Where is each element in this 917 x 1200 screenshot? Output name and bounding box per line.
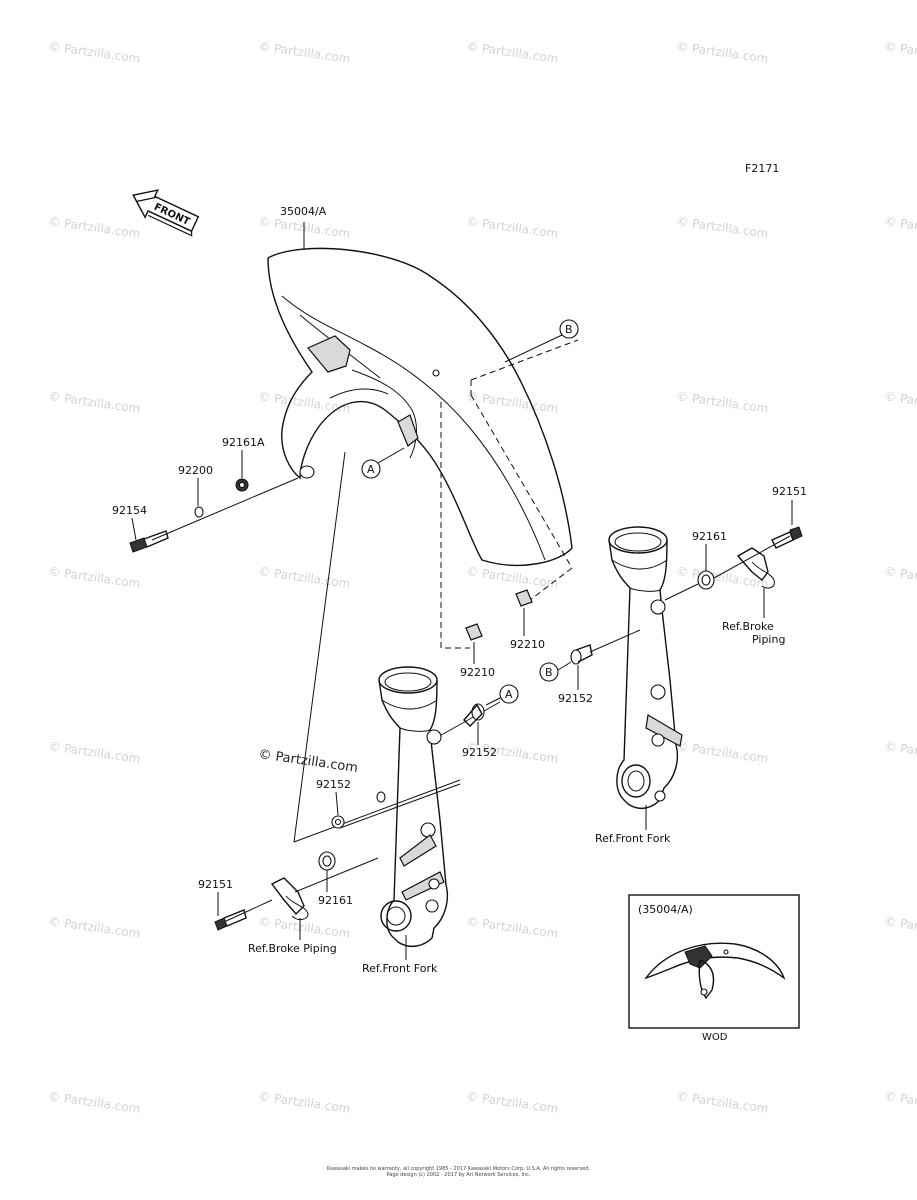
collar-small-left[interactable] — [331, 815, 345, 829]
watermark: © Partzilla.com — [48, 214, 142, 241]
inset-title: (35004/A) — [638, 903, 693, 916]
footer-copyright: Kawasaki makes no warranty, all copyrigh… — [300, 1166, 617, 1178]
bolt-92152-left[interactable] — [463, 703, 485, 727]
svg-text:A: A — [367, 463, 375, 476]
bolt-92151-left[interactable] — [214, 909, 247, 931]
left-front-fork[interactable] — [376, 666, 449, 948]
nut-92210-right[interactable] — [515, 589, 533, 607]
watermark: © Partzilla.com — [466, 214, 560, 241]
label-ref-front-fork-left: Ref.Front Fork — [362, 962, 438, 975]
leader-92152-partial — [335, 791, 339, 816]
label-ref-front-fork-right: Ref.Front Fork — [595, 832, 671, 845]
label-92161-left: 92161 — [318, 894, 353, 907]
watermark: © Partzilla.com — [48, 564, 142, 591]
collar-92161a[interactable] — [235, 478, 249, 492]
watermark: © Partzilla.com — [48, 1089, 142, 1116]
inline-watermark: © Partzilla.com — [257, 747, 358, 776]
watermark: © Partzilla.com — [884, 739, 917, 766]
front-fender[interactable] — [267, 247, 573, 567]
watermark: © Partzilla.com — [466, 914, 560, 941]
collar-92161-left[interactable] — [318, 851, 336, 871]
watermark: © Partzilla.com — [884, 564, 917, 591]
watermark: © Partzilla.com — [258, 914, 352, 941]
watermark: © Partzilla.com — [676, 389, 770, 416]
label-ref-brake-piping-right-1: Ref.Broke — [722, 620, 774, 633]
callout-b-mid: B — [539, 661, 572, 682]
label-92152-partial: 92152 — [316, 778, 351, 791]
watermark: © Partzilla.com — [676, 214, 770, 241]
watermark: © Partzilla.com — [466, 1089, 560, 1116]
watermark: © Partzilla.com — [48, 914, 142, 941]
watermark: © Partzilla.com — [258, 1089, 352, 1116]
label-92154: 92154 — [112, 504, 147, 517]
figure-code: F2171 — [745, 162, 779, 175]
watermark: © Partzilla.com — [466, 564, 560, 591]
svg-text:B: B — [565, 323, 573, 336]
label-92210-right: 92210 — [510, 638, 545, 651]
watermark: © Partzilla.com — [258, 39, 352, 66]
label-fender: 35004/A — [280, 205, 327, 218]
watermark: © Partzilla.com — [884, 214, 917, 241]
svg-text:B: B — [545, 666, 553, 679]
label-ref-brake-piping-left: Ref.Broke Piping — [248, 942, 337, 955]
brake-clamp-left[interactable] — [270, 877, 309, 921]
watermark: © Partzilla.com — [258, 389, 352, 416]
label-92210-mid: 92210 — [460, 666, 495, 679]
label-92151-right: 92151 — [772, 485, 807, 498]
brake-clamp-right[interactable] — [736, 547, 775, 589]
inset-panel: (35004/A) WOD — [628, 894, 800, 1043]
label-92152-right: 92152 — [558, 692, 593, 705]
label-ref-brake-piping-right-2: Piping — [752, 633, 785, 646]
leader-92154 — [131, 517, 137, 541]
label-92151-left: 92151 — [198, 878, 233, 891]
watermark: © Partzilla.com — [48, 739, 142, 766]
label-92200: 92200 — [178, 464, 213, 477]
watermark: © Partzilla.com — [258, 564, 352, 591]
watermark: © Partzilla.com — [676, 39, 770, 66]
inset-caption: WOD — [702, 1032, 728, 1043]
watermark: © Partzilla.com — [676, 739, 770, 766]
callout-a-top: A — [361, 447, 405, 479]
watermark: © Partzilla.com — [676, 1089, 770, 1116]
right-front-fork[interactable] — [608, 526, 683, 810]
watermark: © Partzilla.com — [466, 389, 560, 416]
inset-fender-illustration — [644, 942, 786, 1000]
watermark: © Partzilla.com — [676, 564, 770, 591]
svg-text:A: A — [505, 688, 513, 701]
watermark: © Partzilla.com — [48, 389, 142, 416]
dashed-assembly-lines — [440, 339, 579, 649]
nut-92210-mid[interactable] — [465, 623, 483, 641]
watermark: © Partzilla.com — [884, 914, 917, 941]
footer-line-2: Page design (c) 2002 - 2017 by Ari Netwo… — [386, 1172, 531, 1178]
bolt-92152-right[interactable] — [570, 644, 593, 665]
label-92152-left: 92152 — [462, 746, 497, 759]
label-92161a: 92161A — [222, 436, 265, 449]
watermark: © Partzilla.com — [466, 39, 560, 66]
callout-b-top: B — [504, 319, 579, 363]
label-92161-right: 92161 — [692, 530, 727, 543]
assembly-lines — [151, 451, 791, 923]
watermark: © Partzilla.com — [884, 1089, 917, 1116]
watermark: © Partzilla.com — [48, 39, 142, 66]
watermark: © Partzilla.com — [884, 39, 917, 66]
footer-line-1: Kawasaki makes no warranty, all copyrigh… — [326, 1166, 591, 1172]
collar-92161-right[interactable] — [697, 570, 715, 590]
washer-92200[interactable] — [194, 506, 204, 518]
watermark: © Partzilla.com — [884, 389, 917, 416]
bolt-92154[interactable] — [129, 530, 169, 553]
callout-a-mid: A — [485, 684, 519, 706]
bolt-92151-right[interactable] — [771, 526, 803, 549]
